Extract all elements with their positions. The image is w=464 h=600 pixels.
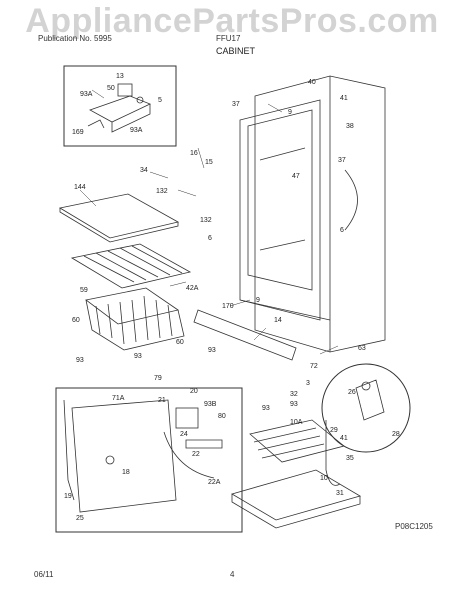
callout-60-a: 60: [72, 317, 80, 324]
callout-6-a: 6: [208, 235, 212, 242]
callout-72: 72: [310, 363, 318, 370]
callout-93-a: 93: [76, 357, 84, 364]
bracket-detail-drawing: [355, 379, 385, 421]
callout-41-top: 41: [340, 95, 348, 102]
callout-21: 21: [158, 397, 166, 404]
callout-80: 80: [218, 413, 226, 420]
callout-10a: 10A: [290, 419, 303, 426]
callout-22a: 22A: [208, 479, 221, 486]
callout-50: 50: [107, 85, 115, 92]
callout-71a: 71A: [112, 395, 125, 402]
basket-drawing: [85, 287, 185, 351]
callout-26: 26: [348, 389, 356, 396]
publication-header: Publication No. 5995: [38, 34, 112, 43]
control-inset-box: [63, 65, 177, 147]
callout-18: 18: [122, 469, 130, 476]
callout-3: 3: [306, 380, 310, 387]
callout-93a-inset: 93A: [130, 127, 143, 134]
callout-38: 38: [346, 123, 354, 130]
callout-22: 22: [192, 451, 200, 458]
callout-132-a: 132: [156, 188, 168, 195]
callout-9-mid: 9: [256, 297, 260, 304]
callout-35: 35: [346, 455, 354, 462]
callout-169: 169: [72, 129, 84, 136]
footer-date: 06/11: [34, 570, 54, 579]
callout-15: 15: [205, 159, 213, 166]
callout-79: 79: [154, 375, 162, 382]
callout-40: 40: [308, 79, 316, 86]
callout-29: 29: [330, 427, 338, 434]
callout-37-b: 37: [338, 157, 346, 164]
cabinet-shell-drawing: [239, 75, 386, 353]
watermark-text: AppliancePartsPros.com: [25, 2, 439, 40]
callout-144: 144: [74, 184, 86, 191]
callout-6-b: 6: [340, 227, 344, 234]
callout-25: 25: [76, 515, 84, 522]
callout-32: 32: [290, 391, 298, 398]
wire-rack-drawing: [70, 243, 192, 289]
callout-9-top: 9: [288, 109, 292, 116]
shelf-drawing: [58, 193, 180, 243]
detail-circle: [321, 363, 411, 453]
air-duct-inset-box: [55, 387, 243, 533]
callout-24: 24: [180, 431, 188, 438]
callout-34: 34: [140, 167, 148, 174]
callout-93a-top: 93A: [80, 91, 93, 98]
callout-19: 19: [64, 493, 72, 500]
front-trim-drawing: [193, 309, 297, 361]
callout-93-d: 93: [290, 401, 298, 408]
diagram-code: P08C1205: [395, 522, 433, 531]
callout-47: 47: [292, 173, 300, 180]
callout-28: 28: [392, 431, 400, 438]
callout-labels: 13 50 93A 5 169 93A 40 41 37 9 38 37 16 …: [64, 73, 400, 522]
callout-37-a: 37: [232, 101, 240, 108]
callout-13: 13: [116, 73, 124, 80]
callout-10: 10: [320, 475, 328, 482]
air-duct-panel-drawing: [63, 399, 223, 513]
section-title: CABINET: [216, 46, 256, 56]
callout-20: 20: [190, 388, 198, 395]
callout-31: 31: [336, 490, 344, 497]
callout-93-b: 93: [134, 353, 142, 360]
callout-93b: 93B: [204, 401, 217, 408]
callout-93-e: 93: [262, 405, 270, 412]
callout-60-b: 60: [176, 339, 184, 346]
callout-41-mid: 41: [340, 435, 348, 442]
callout-59: 59: [80, 287, 88, 294]
callout-5: 5: [158, 97, 162, 104]
callout-132-b: 132: [200, 217, 212, 224]
callout-16: 16: [190, 150, 198, 157]
callout-14: 14: [274, 317, 282, 324]
callout-170: 170: [222, 303, 234, 310]
callout-93-c: 93: [208, 347, 216, 354]
callout-42a: 42A: [186, 285, 199, 292]
model-header: FFU17: [216, 34, 241, 43]
footer-page-number: 4: [230, 570, 235, 579]
control-assembly-drawing: [87, 83, 151, 133]
callout-63: 63: [358, 345, 366, 352]
